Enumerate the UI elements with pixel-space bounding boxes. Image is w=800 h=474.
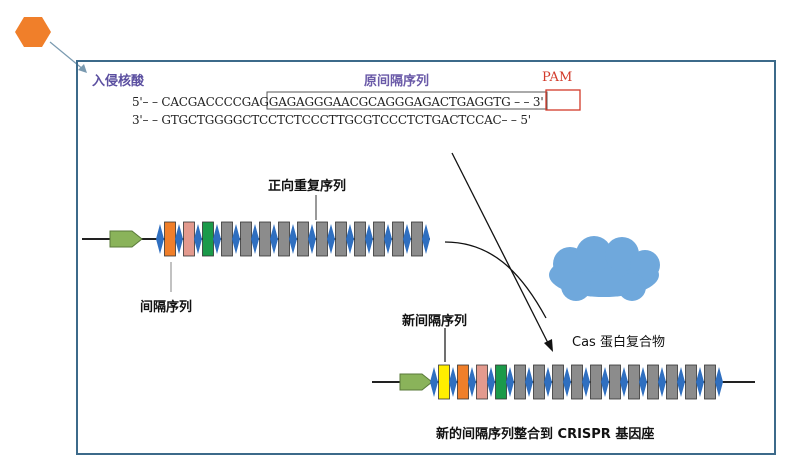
- protospacer-label: 原间隔序列: [364, 74, 430, 89]
- repeat-diamond: [468, 367, 476, 397]
- repeat-diamond: [289, 224, 297, 254]
- repeat-diamond: [449, 367, 457, 397]
- protospacer-box: [266, 91, 548, 110]
- repeat-diamond: [506, 367, 514, 397]
- new-crispr-array: [372, 364, 755, 400]
- repeat-diamond: [365, 224, 373, 254]
- repeat-diamond: [658, 367, 666, 397]
- pam-box: [545, 89, 581, 111]
- cas-complex-label: Cas 蛋白复合物: [572, 335, 665, 350]
- repeat-diamond: [422, 224, 430, 254]
- diagram-frame: [76, 60, 776, 455]
- new-spacer-label: 新间隔序列: [402, 314, 468, 329]
- curve-arrow: [444, 241, 547, 319]
- repeat-diamond: [563, 367, 571, 397]
- original-crispr-array: [82, 221, 430, 257]
- repeat-diamond: [232, 224, 240, 254]
- repeat-diamond: [525, 367, 533, 397]
- repeat-diamond: [251, 224, 259, 254]
- sequence-top-strand: 5'– – CACGACCCCGAGGAGAGGGAACGCAGGGAGACTG…: [132, 95, 544, 109]
- sequence-bottom-strand: 3'– – GTGCTGGGGCTCCTCTCCCTTGCGTCCCTCTGAC…: [132, 113, 531, 127]
- repeat-diamond: [384, 224, 392, 254]
- repeat-diamond: [715, 367, 723, 397]
- repeat-diamond: [156, 224, 164, 254]
- pointer-line: [49, 41, 85, 71]
- leader-arrow: [399, 373, 433, 391]
- repeat-diamond: [175, 224, 183, 254]
- repeat-diamond: [430, 367, 438, 397]
- leader-arrow: [109, 230, 143, 248]
- repeat-diamond: [620, 367, 628, 397]
- pam-label: PAM: [542, 70, 573, 85]
- repeat-diamond: [327, 224, 335, 254]
- invader-label: 入侵核酸: [92, 74, 145, 89]
- repeat-diamond: [270, 224, 278, 254]
- repeat-diamond: [677, 367, 685, 397]
- repeat-diamond: [213, 224, 221, 254]
- hexagon-icon: [15, 17, 51, 47]
- repeat-diamond: [487, 367, 495, 397]
- repeat-diamond: [639, 367, 647, 397]
- repeat-diamond: [544, 367, 552, 397]
- cas-cloud: [549, 236, 660, 301]
- direct-repeat-label: 正向重复序列: [268, 179, 347, 194]
- repeat-diamond: [696, 367, 704, 397]
- repeat-diamond: [601, 367, 609, 397]
- repeat-diamond: [582, 367, 590, 397]
- repeat-diamond: [403, 224, 411, 254]
- repeat-diamond: [346, 224, 354, 254]
- acquisition-arrow-line: [451, 152, 550, 346]
- repeat-diamond: [308, 224, 316, 254]
- acquisition-arrowhead: [544, 339, 553, 352]
- integration-label: 新的间隔序列整合到 CRISPR 基因座: [436, 427, 655, 442]
- spacer-label: 间隔序列: [140, 300, 193, 315]
- pointer-arrowhead: [78, 64, 87, 73]
- repeat-diamond: [194, 224, 202, 254]
